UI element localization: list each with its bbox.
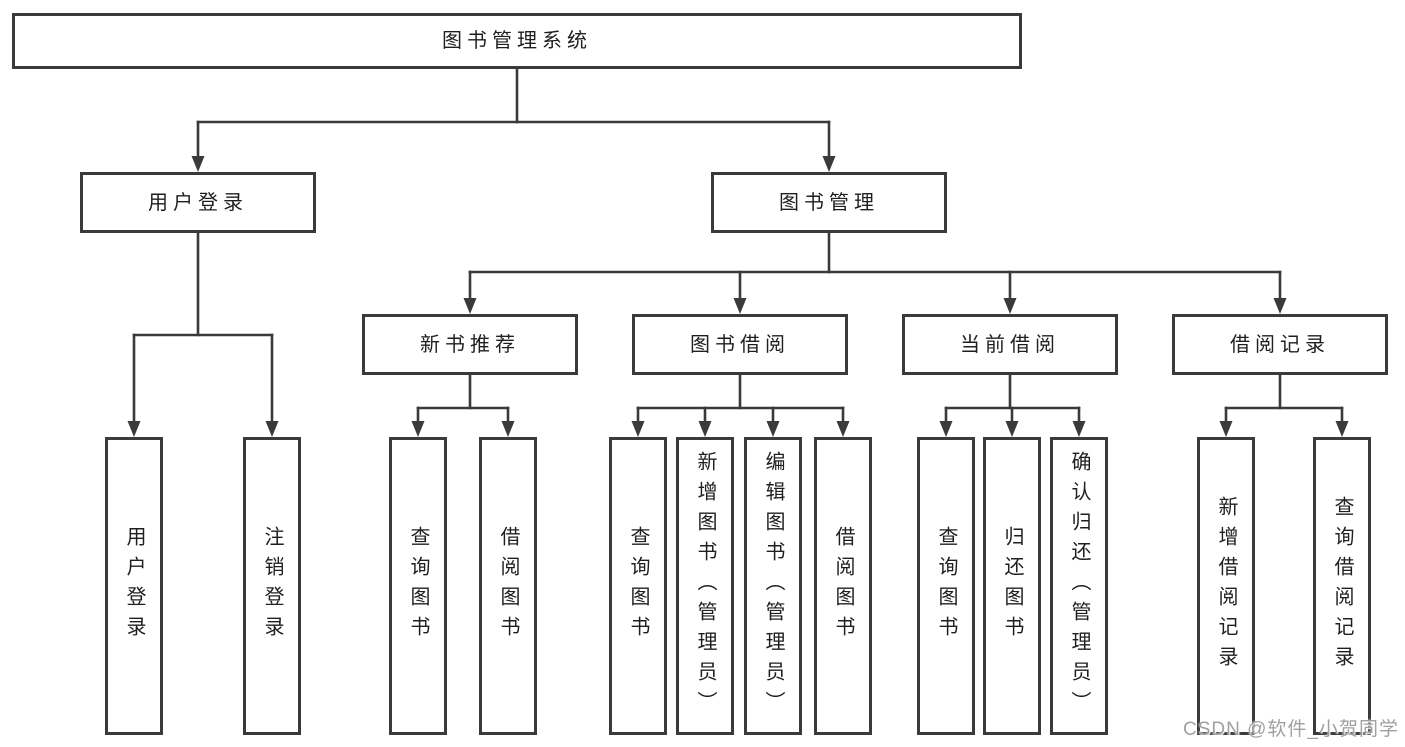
- arrowhead-icon: [411, 421, 425, 437]
- node-borrow-records: 借阅记录: [1172, 314, 1388, 375]
- node-label: 用户登录: [148, 191, 248, 214]
- node-label: 确认归还（管理员）: [1068, 451, 1090, 721]
- node-label: 借阅图书: [497, 526, 519, 646]
- arrowhead-icon: [822, 156, 836, 172]
- arrowhead-icon: [733, 298, 747, 314]
- node-label: 新书推荐: [420, 333, 520, 356]
- arrowhead-icon: [698, 421, 712, 437]
- arrowhead-icon: [1003, 298, 1017, 314]
- node-leaf-query-borrow-rec: 查询借阅记录: [1313, 437, 1371, 735]
- node-leaf-add-borrow-rec: 新增借阅记录: [1197, 437, 1255, 735]
- node-label: 归还图书: [1001, 526, 1023, 646]
- node-label: 用户登录: [123, 526, 145, 646]
- node-leaf-query-book-3: 查询图书: [917, 437, 975, 735]
- arrowhead-icon: [836, 421, 850, 437]
- node-leaf-edit-book: 编辑图书（管理员）: [744, 437, 802, 735]
- node-label: 查询图书: [935, 526, 957, 646]
- node-label: 图书管理系统: [442, 30, 592, 52]
- node-leaf-logout: 注销登录: [243, 437, 301, 735]
- node-leaf-user-login: 用户登录: [105, 437, 163, 735]
- node-root: 图书管理系统: [12, 13, 1022, 69]
- arrowhead-icon: [1273, 298, 1287, 314]
- arrowhead-icon: [265, 421, 279, 437]
- arrowhead-icon: [1072, 421, 1086, 437]
- arrowhead-icon: [631, 421, 645, 437]
- node-label: 新增借阅记录: [1215, 496, 1237, 676]
- arrowhead-icon: [463, 298, 477, 314]
- node-label: 查询图书: [627, 526, 649, 646]
- node-new-book-rec: 新书推荐: [362, 314, 578, 375]
- node-label: 编辑图书（管理员）: [762, 451, 784, 721]
- node-label: 借阅记录: [1230, 333, 1330, 356]
- node-leaf-query-book-2: 查询图书: [609, 437, 667, 735]
- node-label: 查询借阅记录: [1331, 496, 1353, 676]
- node-leaf-add-book: 新增图书（管理员）: [676, 437, 734, 735]
- arrowhead-icon: [1005, 421, 1019, 437]
- arrowhead-icon: [1219, 421, 1233, 437]
- node-leaf-borrow-book-1: 借阅图书: [479, 437, 537, 735]
- arrowhead-icon: [127, 421, 141, 437]
- node-label: 图书借阅: [690, 333, 790, 356]
- arrowhead-icon: [501, 421, 515, 437]
- node-label: 注销登录: [261, 526, 283, 646]
- arrowhead-icon: [191, 156, 205, 172]
- watermark: CSDN @软件_小贺同学: [1183, 719, 1399, 740]
- arrowhead-icon: [766, 421, 780, 437]
- node-book-borrow: 图书借阅: [632, 314, 848, 375]
- node-label: 借阅图书: [832, 526, 854, 646]
- node-current-borrow: 当前借阅: [902, 314, 1118, 375]
- node-label: 图书管理: [779, 191, 879, 214]
- node-label: 当前借阅: [960, 333, 1060, 356]
- node-leaf-query-book-1: 查询图书: [389, 437, 447, 735]
- node-user-login: 用户登录: [80, 172, 316, 233]
- node-label: 新增图书（管理员）: [694, 451, 716, 721]
- node-leaf-return-book: 归还图书: [983, 437, 1041, 735]
- node-leaf-confirm-return: 确认归还（管理员）: [1050, 437, 1108, 735]
- node-leaf-borrow-book-2: 借阅图书: [814, 437, 872, 735]
- node-book-mgmt: 图书管理: [711, 172, 947, 233]
- arrowhead-icon: [1335, 421, 1349, 437]
- arrowhead-icon: [939, 421, 953, 437]
- node-label: 查询图书: [407, 526, 429, 646]
